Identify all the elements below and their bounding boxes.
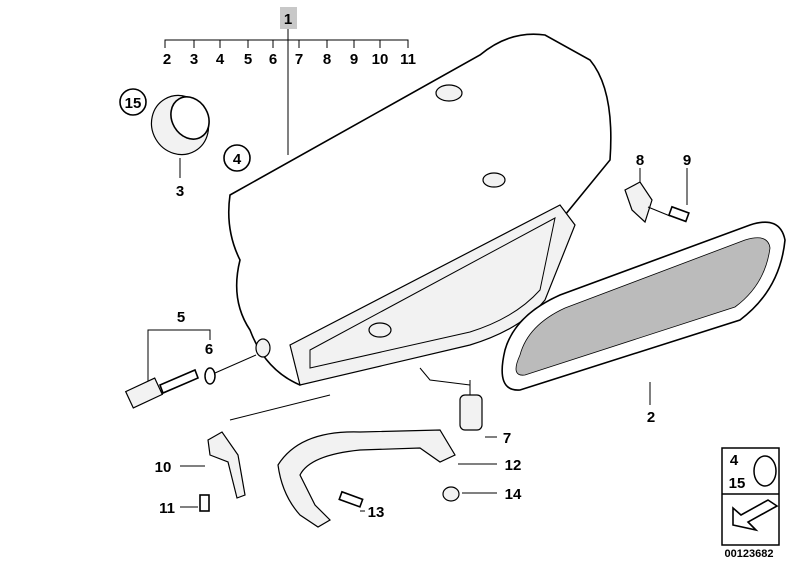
legend-label-15: 15 [729,475,746,492]
label-1: 1 [284,11,292,28]
label-11: 11 [159,500,175,517]
group-bracket [164,39,409,48]
group-label: 4 [216,51,225,68]
label-8: 8 [636,152,644,169]
sensor-connector [124,377,164,409]
group-label: 8 [323,51,331,68]
housing-flange [289,204,576,386]
clip-screw [667,205,690,223]
diagram-code: 00123682 [725,548,774,560]
group-label: 2 [163,51,171,68]
label-14: 14 [505,486,522,503]
support-bracket [277,429,456,528]
label-4: 4 [233,151,242,168]
bracket [207,431,246,499]
label-2: 2 [647,409,655,426]
rubber-mount [459,394,483,431]
label-3: 3 [176,183,184,200]
label-12: 12 [505,457,522,474]
support-screw [338,490,364,508]
support-leader [419,367,471,386]
nut [442,486,460,502]
bracket-screw [199,494,210,512]
main-label-box [280,7,297,29]
flange-opening [309,217,556,369]
legend-box: 4 15 00123682 [721,447,780,560]
intake-sleeve-opening [170,96,210,140]
hose-clamp-icon [753,455,777,487]
group-label: 9 [350,51,358,68]
legend-label-4: 4 [730,452,739,469]
clip-leader [647,206,671,217]
label-9: 9 [683,152,691,169]
label-15: 15 [125,95,142,112]
sensor-leader [214,354,257,374]
sensor-body [158,368,200,395]
label-10: 10 [155,459,172,476]
label-5: 5 [177,309,185,326]
label-13: 13 [368,504,385,521]
label-7: 7 [503,430,511,447]
housing-port [368,322,392,338]
group-label: 10 [372,51,389,68]
air-filter-housing [227,33,612,386]
circle-4 [223,144,251,172]
circle-15 [119,88,147,116]
group-label: 3 [190,51,198,68]
group-label: 7 [295,51,303,68]
group-label: 11 [400,51,416,68]
housing-port [482,172,506,188]
filter-media [515,237,771,376]
group-label: 6 [269,51,277,68]
group-labels: 2 3 4 5 6 7 8 9 10 11 [163,51,416,68]
bracket-leader [229,394,331,421]
leader-5 [147,329,211,385]
group-label: 5 [244,51,252,68]
label-6: 6 [205,341,213,358]
arrow-icon [732,499,779,532]
housing-port [435,84,463,102]
clip [624,181,653,224]
o-ring [204,367,216,385]
sensor-port [255,338,271,358]
